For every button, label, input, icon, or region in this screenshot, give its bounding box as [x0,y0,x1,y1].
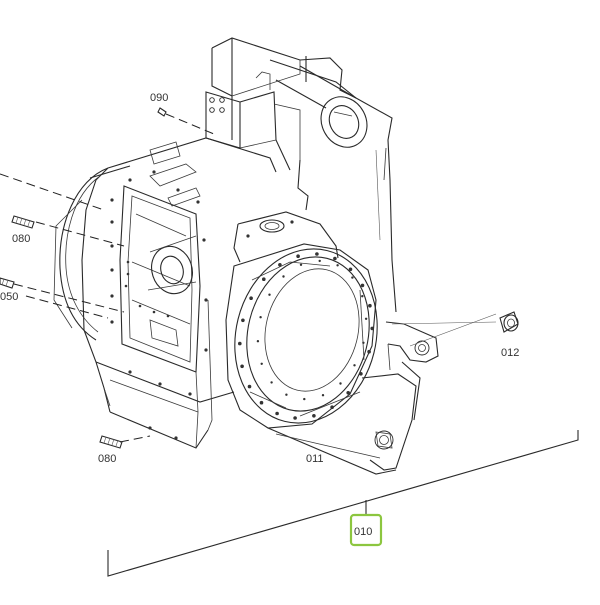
label-080-left[interactable]: 080 [12,233,30,245]
bolt-hole [318,259,321,263]
bolt-hole [240,364,244,369]
pin-090-icon [157,107,167,117]
bolt-hole [238,341,242,346]
bolt-hole [270,381,273,384]
stud-080-icon [11,215,35,229]
stud-050-icon [0,277,15,289]
label-010[interactable]: 010 [354,526,372,538]
upper-tower [205,37,397,313]
bolt-hole [361,295,364,298]
bolt-hole [249,296,253,301]
bolt-hole [321,394,325,397]
bolt-hole [275,411,279,416]
bolt-hole [282,275,285,278]
bolt-hole [353,364,356,367]
bolt-hole [293,416,297,420]
bolt-hole [241,318,245,323]
bolt-hole [362,341,365,344]
bolt-hole [303,397,306,401]
leader-lines [0,113,497,443]
bolt-hole [262,277,266,282]
bolt-hole [346,391,351,395]
small-parts [0,107,519,449]
main-flange [225,243,378,429]
bolt-hole [259,316,262,319]
bolt-hole [359,372,363,376]
bolt-hole [364,317,368,320]
bolt-hole [360,283,365,288]
bolt-hole [268,293,271,296]
bolt-hole [312,414,316,418]
bolt-hole [339,382,342,385]
bushing-012-icon [499,311,519,333]
bolt-hole [367,349,371,354]
bolt-hole [247,384,252,389]
housing-left-body [53,137,277,449]
bolt-hole [333,256,337,261]
bolt-hole [296,254,300,258]
top-saddle [233,211,339,263]
bolt-hole [315,252,319,256]
label-090[interactable]: 090 [150,92,168,104]
bolt-hole [278,263,282,267]
label-011[interactable]: 011 [306,453,324,465]
bolt-hole [370,326,375,331]
bolt-hole [285,393,288,396]
label-080-bottom[interactable]: 080 [98,453,116,465]
bolt-hole [260,362,263,365]
bolt-hole [368,303,372,308]
label-050[interactable]: 050 [0,291,18,303]
lower-arm [267,321,439,475]
bolt-hole [299,263,303,266]
bolt-hole [336,264,339,267]
bolt-hole [348,267,353,272]
stud-080-bottom-icon [99,435,123,449]
assembly-bracket [107,430,579,577]
label-012[interactable]: 012 [501,347,519,359]
bolt-hole [330,405,334,410]
bolt-hole [351,276,354,279]
flange-inner-holes [256,259,368,401]
label-010-highlight[interactable] [349,513,383,547]
bolt-hole [256,340,260,343]
bolt-hole [259,400,264,405]
flange-bolt-holes [238,252,375,420]
